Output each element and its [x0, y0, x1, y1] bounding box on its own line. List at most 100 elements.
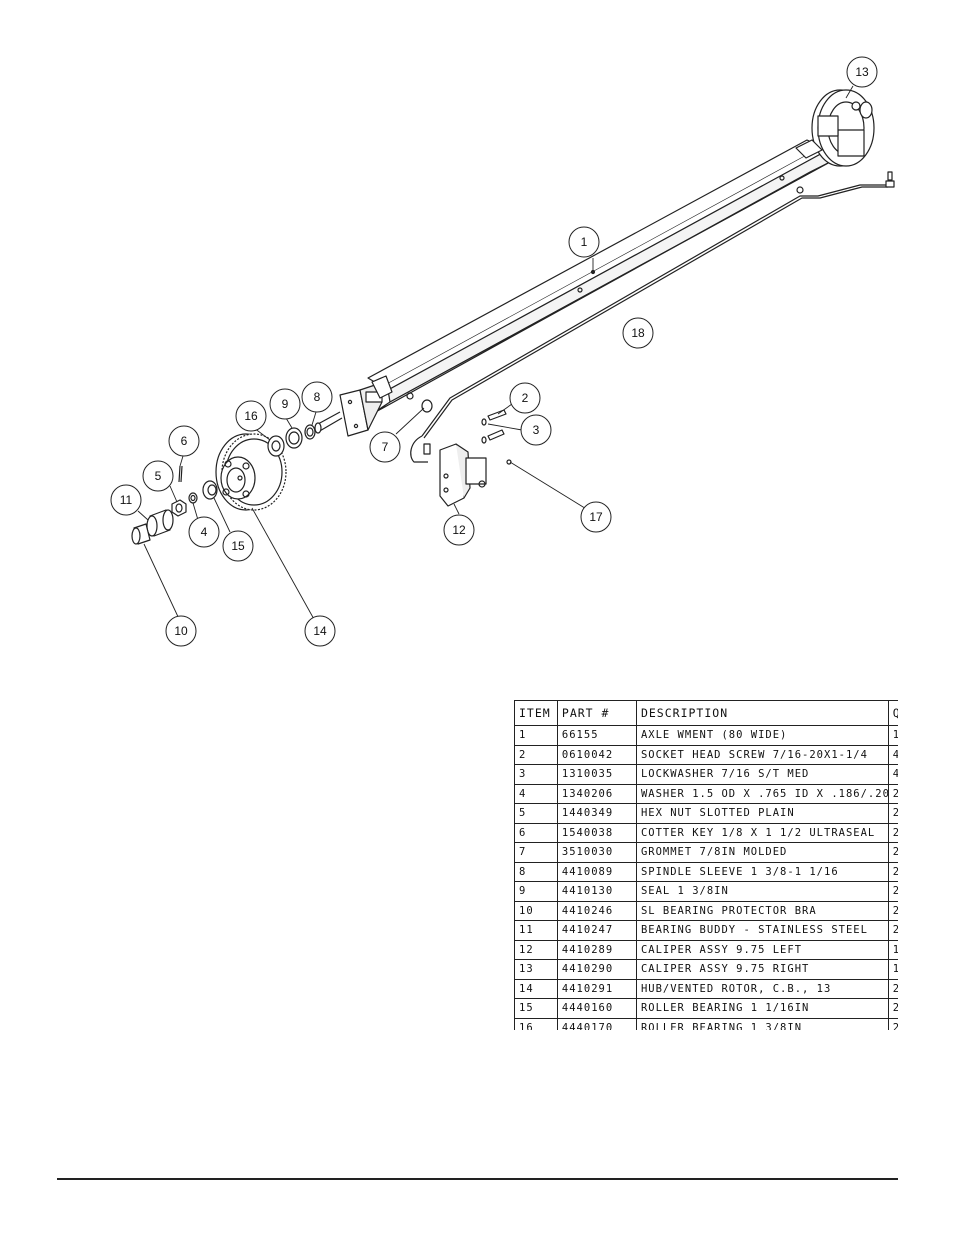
cell-description: HUB/VENTED ROTOR, C.B., 13 [635, 978, 889, 999]
cell-description: LOCKWASHER 7/16 S/T MED [635, 764, 889, 785]
cell-qty: 2 [887, 978, 898, 999]
callout-11: 11 [110, 484, 142, 516]
callouts: 1 2 3 4 5 6 7 8 9 10 11 12 13 14 15 16 1… [110, 56, 878, 647]
svg-text:9: 9 [282, 397, 289, 411]
cell-description: CALIPER ASSY 9.75 RIGHT [635, 959, 889, 980]
callout-12: 12 [443, 514, 475, 546]
cell-part: 1310035 [556, 764, 637, 785]
callout-18: 18 [622, 317, 654, 349]
callout-5: 5 [142, 460, 174, 492]
svg-text:6: 6 [181, 434, 188, 448]
left-spindle-flange [314, 375, 393, 437]
cell-part: 4410290 [556, 959, 637, 980]
svg-text:16: 16 [244, 409, 258, 423]
table-header-row: ITEM PART # DESCRIPTION QTY [514, 700, 898, 726]
header-item: ITEM [514, 700, 558, 726]
callout-1: 1 [568, 226, 600, 258]
callout-3: 3 [520, 414, 552, 446]
cell-qty: 1 [887, 939, 898, 960]
callout-6: 6 [168, 425, 200, 457]
callout-13: 13 [846, 56, 878, 88]
cell-qty: 2 [887, 881, 898, 902]
cell-part: 4440160 [556, 998, 637, 1019]
svg-text:13: 13 [855, 65, 869, 79]
exploded-axle-diagram: 1 2 3 4 5 6 7 8 9 10 11 12 13 14 15 16 1… [110, 56, 895, 647]
callout-4: 4 [188, 516, 220, 548]
svg-text:4: 4 [201, 525, 208, 539]
grommet [421, 399, 433, 413]
cell-description: COTTER KEY 1/8 X 1 1/2 ULTRASEAL [635, 822, 889, 843]
axle-tube [367, 139, 831, 415]
callout-16: 16 [235, 400, 267, 432]
callout-17: 17 [580, 501, 612, 533]
cell-qty: 2 [887, 842, 898, 863]
cell-qty: 2 [887, 861, 898, 882]
cell-item: 3 [514, 764, 558, 785]
callout-14: 14 [304, 615, 336, 647]
cell-part: 4410089 [556, 861, 637, 882]
cell-item: 12 [514, 939, 558, 960]
svg-text:14: 14 [313, 624, 327, 638]
cell-description: BEARING BUDDY - STAINLESS STEEL [635, 920, 889, 941]
cell-part: 1340206 [556, 783, 637, 804]
cell-item: 5 [514, 803, 558, 824]
cell-part: 66155 [556, 725, 637, 746]
footer-rule [57, 1178, 898, 1180]
cell-qty: 2 [887, 803, 898, 824]
cell-qty: 2 [887, 920, 898, 941]
cell-qty: 2 [887, 822, 898, 843]
cell-qty: 4 [887, 744, 898, 765]
cell-part: 4410291 [556, 978, 637, 999]
cell-item: 15 [514, 998, 558, 1019]
cell-qty: 4 [887, 764, 898, 785]
cell-part: 4440170 [556, 1017, 637, 1030]
cell-description: WASHER 1.5 OD X .765 ID X .186/.206 [635, 783, 889, 804]
cell-description: AXLE WMENT (80 WIDE) [635, 725, 889, 746]
callout-9: 9 [269, 388, 301, 420]
cell-part: 1440349 [556, 803, 637, 824]
cell-item: 8 [514, 861, 558, 882]
cell-description: SEAL 1 3/8IN [635, 881, 889, 902]
svg-text:3: 3 [533, 423, 540, 437]
header-qty: QTY [887, 700, 898, 726]
svg-text:18: 18 [631, 326, 645, 340]
svg-text:11: 11 [120, 493, 133, 507]
cell-item: 6 [514, 822, 558, 843]
cell-description: CALIPER ASSY 9.75 LEFT [635, 939, 889, 960]
cell-description: SPINDLE SLEEVE 1 3/8-1 1/16 [635, 861, 889, 882]
svg-text:2: 2 [522, 391, 529, 405]
svg-text:7: 7 [382, 440, 389, 454]
right-caliper-rotor [795, 89, 875, 167]
svg-text:17: 17 [589, 510, 603, 524]
cell-item: 4 [514, 783, 558, 804]
cell-qty: 1 [887, 959, 898, 980]
callout-15: 15 [222, 530, 254, 562]
cell-item: 9 [514, 881, 558, 902]
svg-text:15: 15 [231, 539, 245, 553]
cell-item: 11 [514, 920, 558, 941]
svg-text:12: 12 [452, 523, 466, 537]
cell-item: 16 [514, 1017, 558, 1030]
inner-bearing-seal-sleeve [267, 424, 316, 457]
cell-part: 4410247 [556, 920, 637, 941]
callout-8: 8 [301, 381, 333, 413]
header-part-number: PART # [556, 700, 637, 726]
cell-qty: 2 [887, 900, 898, 921]
callout-2: 2 [509, 382, 541, 414]
svg-text:10: 10 [174, 624, 188, 638]
cell-qty: 1 [887, 725, 898, 746]
svg-text:8: 8 [314, 390, 321, 404]
